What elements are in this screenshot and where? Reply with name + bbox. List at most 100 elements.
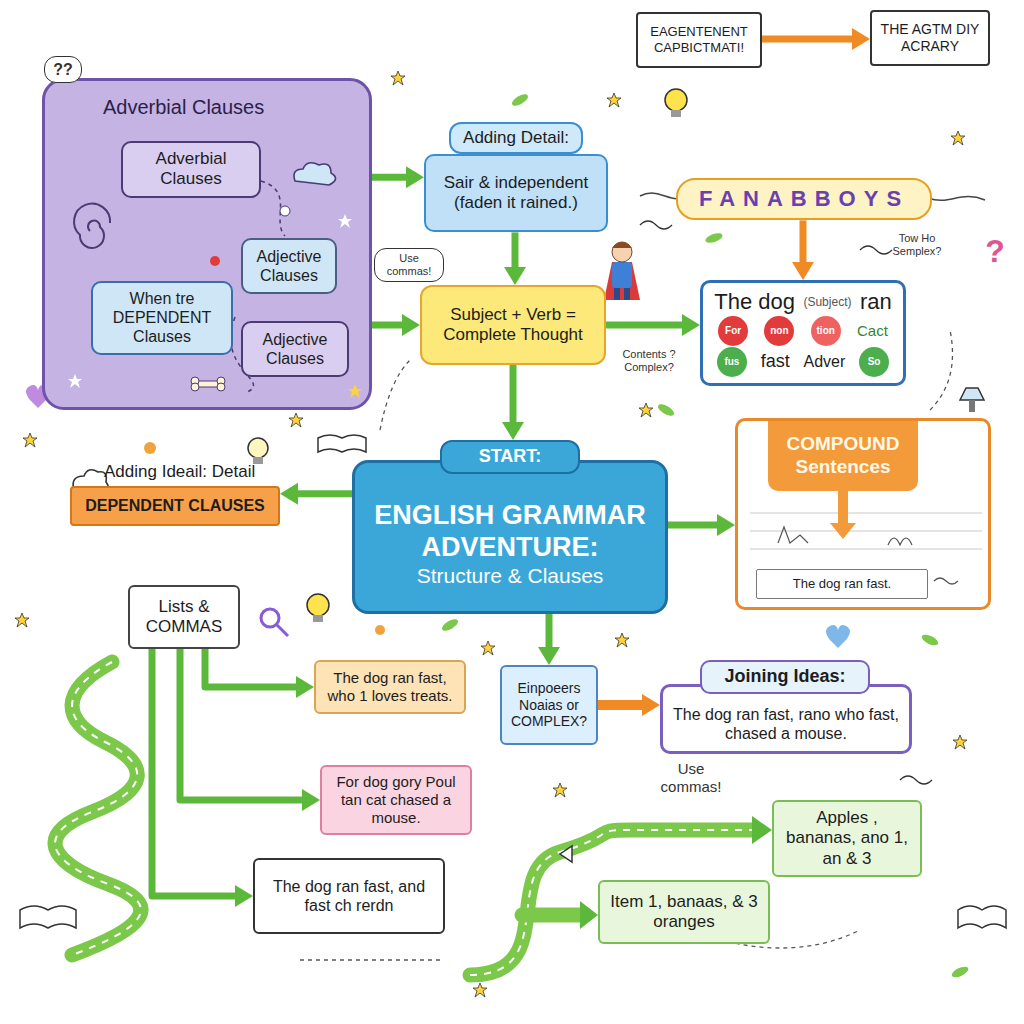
arrow-line — [800, 220, 807, 266]
road-arrowhead — [752, 816, 772, 844]
star-doodle — [289, 413, 303, 427]
star-doodle — [481, 641, 495, 655]
bone-end — [217, 383, 225, 391]
sentence-row: The dog(Subject)ran — [713, 289, 893, 315]
book-doodle — [958, 906, 1006, 928]
flow-arrow — [502, 365, 524, 440]
word-dot: non — [764, 316, 794, 346]
topic-box: Lists & COMMAS — [128, 585, 240, 649]
box-body: DEPENDENT CLAUSES — [70, 486, 280, 525]
box-text: DEPENDENT CLAUSES — [85, 496, 265, 515]
arrow-head — [504, 267, 526, 285]
play-sign — [560, 846, 572, 862]
arrow-line — [205, 649, 300, 687]
bulb-doodle — [665, 89, 687, 117]
arrow-head — [302, 789, 320, 811]
kid-cape — [604, 262, 640, 300]
flow-arrow — [598, 694, 660, 716]
arrow-line — [180, 649, 306, 800]
clause-box: When tre DEPENDENT Clauses — [91, 281, 233, 355]
arrow-head — [502, 422, 524, 440]
sentence-row: fusfastAdverSo — [713, 347, 893, 377]
star-doodle — [951, 131, 965, 145]
paper-line — [750, 513, 982, 514]
tab-arrow-head — [830, 523, 856, 539]
compound-panel: COMPOUND SentencesThe dog ran fast. — [735, 418, 991, 610]
tab-text: Joining Ideas: — [714, 666, 856, 688]
arrow-head — [280, 483, 298, 505]
dashed-doodle — [300, 959, 440, 960]
dot-doodle — [144, 442, 156, 454]
example-box: The dog ran fast. — [756, 569, 928, 599]
sentence-box: The dog(Subject)ranFornontionCactfusfast… — [700, 280, 906, 386]
start-box: START:ENGLISH GRAMMAR ADVENTURE:Structur… — [352, 440, 668, 614]
box-text: THE AGTM DIY ACRARY — [880, 21, 980, 55]
acronym-pill: FANABBOYS — [676, 178, 932, 220]
kid-figure — [604, 242, 640, 300]
dashed-doodle — [930, 330, 953, 410]
arrow-head — [717, 514, 735, 536]
squiggle-doodle — [900, 776, 932, 784]
kid-leg — [624, 288, 630, 300]
list-box: Apples , bananas, ano 1, an & 3 — [772, 800, 922, 877]
arrow-head — [682, 314, 700, 336]
paper-line — [750, 549, 982, 550]
flow-arrow — [606, 314, 700, 336]
box-text: Adjective Clauses — [251, 330, 339, 368]
dot-word: So — [868, 356, 881, 368]
box-text: Apples , bananas, ano 1, an & 3 — [782, 808, 912, 869]
star-doodle — [473, 983, 487, 997]
arrow-head — [642, 694, 660, 716]
star-doodle — [615, 633, 629, 647]
sentence-word: The dog — [714, 289, 795, 315]
box-text: When tre DEPENDENT Clauses — [101, 289, 223, 347]
star-doodle — [68, 374, 82, 388]
box-text: The dog ran fast, rano who fast, chased … — [673, 705, 899, 743]
clause-box: Adjective Clauses — [241, 238, 337, 294]
box-text: EAGENTENENT CAPBICTMATI! — [646, 24, 752, 55]
arrow-line — [546, 614, 553, 651]
arrow-head — [402, 314, 420, 336]
kid-leg — [614, 288, 620, 300]
bone-doodle — [191, 377, 225, 391]
flow-arrow — [762, 28, 870, 50]
scribble — [934, 578, 958, 584]
question-bubble: ?? — [44, 56, 82, 83]
word-dot: So — [859, 347, 889, 377]
dot-word: non — [770, 325, 788, 337]
headed-box: Adding Ideail: DetailDEPENDENT CLAUSES — [70, 462, 280, 526]
lamp-stand — [969, 400, 975, 412]
question-box: Einpoeers Noaias or COMPLEX? — [500, 665, 598, 745]
arrow-head — [852, 28, 870, 50]
leaf-doodle — [510, 92, 530, 108]
box-text: Adverbial Clauses — [131, 149, 251, 190]
leaf-doodle — [656, 402, 676, 418]
arrow-line — [762, 36, 856, 43]
scribble — [888, 538, 912, 545]
flow-arrow — [668, 514, 735, 536]
box-text: Sair & independent (faden it rained.) — [436, 173, 596, 214]
sentence-word: Cact — [857, 322, 888, 340]
bulb-doodle — [307, 594, 329, 622]
topic-panel: Adverbial ClausesAdverbial ClausesAdject… — [42, 78, 372, 410]
box-text: Item 1, banaas, & 3 oranges — [608, 892, 760, 933]
star-doodle — [953, 735, 967, 749]
panel-title: Adverbial Clauses — [103, 95, 264, 119]
arrow-line — [606, 322, 686, 329]
clause-box: Adverbial Clauses — [121, 141, 261, 198]
arrow-line — [512, 232, 519, 271]
tab-arrow-shaft — [838, 491, 848, 523]
arrow-head — [235, 885, 253, 907]
question-mark: ? — [982, 232, 1008, 270]
star-doodle — [15, 613, 29, 627]
star-doodle — [391, 71, 405, 85]
tabbed-box: Joining Ideas: The dog ran fast, rano who… — [660, 660, 912, 754]
tab-label: START: — [440, 440, 580, 474]
kid-hair — [612, 242, 632, 248]
bulb-glass — [665, 89, 687, 111]
squiggle-doodle — [860, 246, 892, 254]
flow-arrow — [538, 614, 560, 665]
box-body: Sair & independent (faden it rained.) — [424, 154, 608, 232]
arrow-line — [598, 700, 646, 710]
